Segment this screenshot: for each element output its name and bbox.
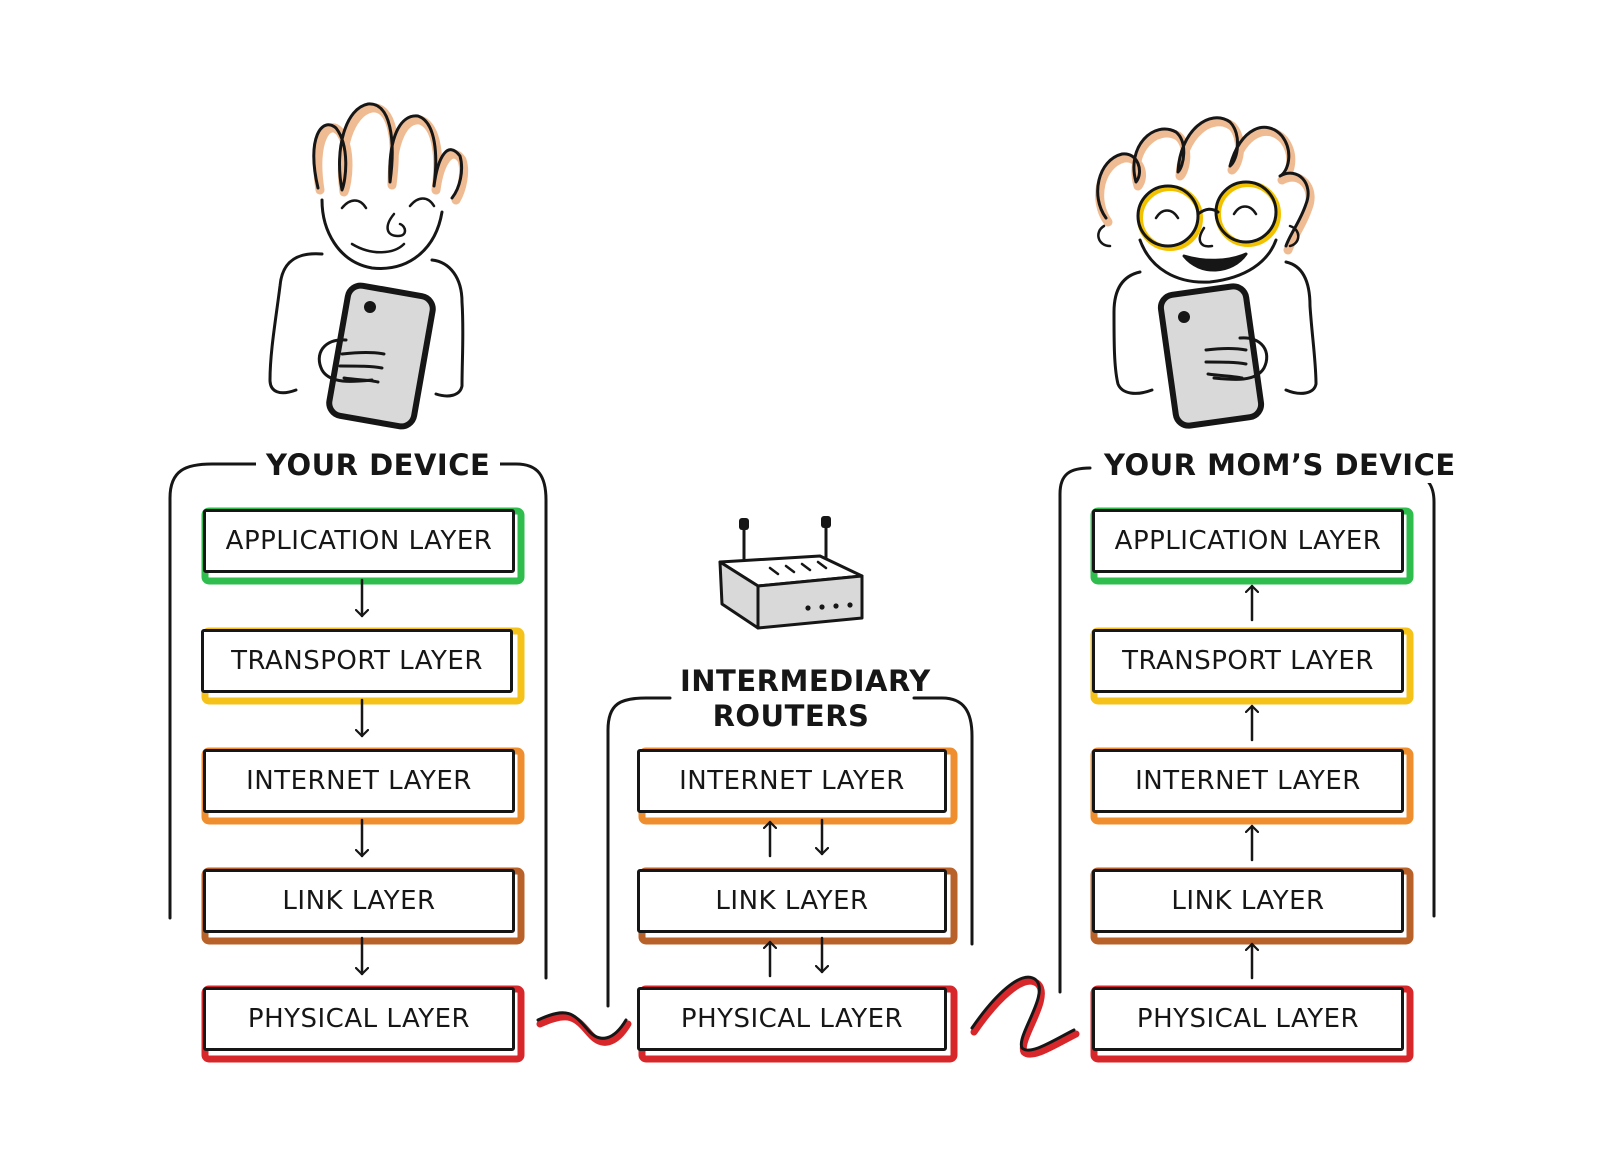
your-device-transport-layer: TRANSPORT LAYER xyxy=(201,629,513,693)
face-left-outline xyxy=(320,198,444,270)
eyes-left xyxy=(340,197,436,210)
router-link-layer: LINK LAYER xyxy=(637,869,947,933)
router-internet-layer: INTERNET LAYER xyxy=(637,749,947,813)
bracket-your-device xyxy=(168,462,548,980)
cable-left-to-router xyxy=(536,1011,632,1046)
nose-right xyxy=(1198,226,1214,248)
hand-right xyxy=(1204,336,1269,381)
hair-left-icon xyxy=(312,102,469,205)
hand-left xyxy=(317,338,386,384)
router-icon xyxy=(718,516,864,630)
hair-right-icon xyxy=(1095,116,1315,255)
phone-right-icon xyxy=(1157,283,1265,429)
your-device-internet-layer: INTERNET LAYER xyxy=(203,749,515,813)
moms-device-internet-layer: INTERNET LAYER xyxy=(1092,749,1404,813)
title-your-device: YOUR DEVICE xyxy=(256,448,501,483)
mouth-right xyxy=(1182,252,1248,272)
mouth-left xyxy=(350,242,406,254)
person-right-icon xyxy=(1095,116,1318,429)
title-intermediary-routers: INTERMEDIARY ROUTERS xyxy=(680,664,931,734)
moms-device-application-layer: APPLICATION LAYER xyxy=(1092,509,1404,573)
glasses-right-icon xyxy=(1136,180,1281,251)
cable-router-to-mom xyxy=(970,975,1080,1058)
router-physical-layer: PHYSICAL LAYER xyxy=(637,987,947,1051)
title-moms-device: YOUR MOM’S DEVICE xyxy=(1094,448,1466,483)
your-device-application-layer: APPLICATION LAYER xyxy=(203,509,515,573)
face-right-outline xyxy=(1138,238,1278,284)
phone-left-icon xyxy=(326,282,436,430)
arrows-middle-stack xyxy=(770,818,822,978)
eyes-right xyxy=(1154,205,1258,220)
your-device-physical-layer: PHYSICAL LAYER xyxy=(203,987,515,1051)
body-left-outline xyxy=(268,252,465,398)
body-right-outline xyxy=(1112,260,1318,395)
moms-device-transport-layer: TRANSPORT LAYER xyxy=(1092,629,1404,693)
bracket-routers xyxy=(606,696,974,1008)
nose-left xyxy=(386,212,407,238)
your-device-link-layer: LINK LAYER xyxy=(203,869,515,933)
moms-device-link-layer: LINK LAYER xyxy=(1092,869,1404,933)
person-left-icon xyxy=(268,102,469,430)
moms-device-physical-layer: PHYSICAL LAYER xyxy=(1092,987,1404,1051)
